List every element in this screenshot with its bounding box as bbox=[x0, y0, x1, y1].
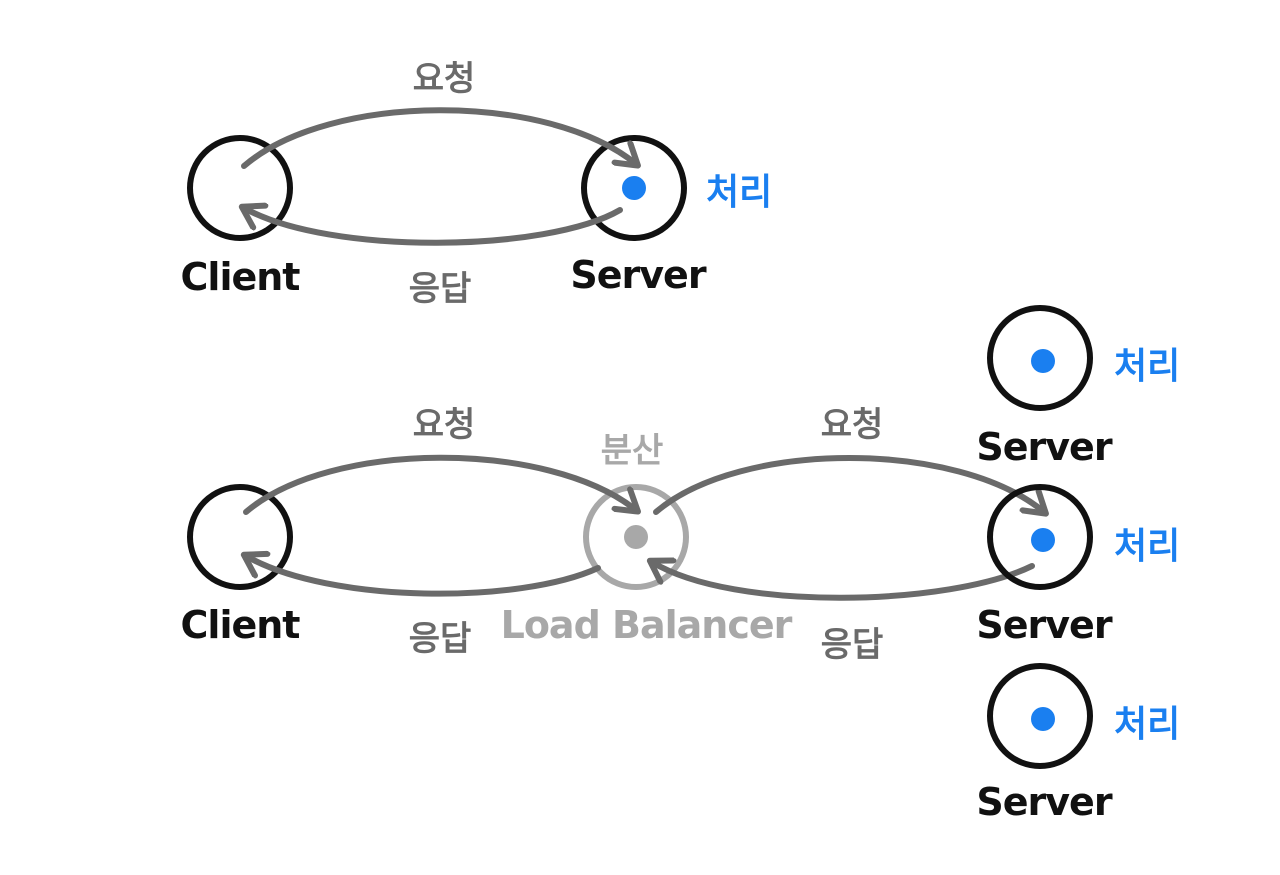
server-3-label: Server bbox=[976, 780, 1112, 824]
server-2-processing-dot bbox=[1031, 528, 1055, 552]
top-request-label: 요청 bbox=[413, 59, 476, 99]
top-response-label: 응답 bbox=[409, 269, 472, 309]
top-server-node bbox=[581, 135, 687, 241]
bottom-server-1: Server 처리 bbox=[976, 305, 1180, 469]
server-1-processing-dot bbox=[1031, 349, 1055, 373]
server-2-label: Server bbox=[976, 603, 1112, 647]
bottom-right-request-arrow bbox=[653, 455, 1044, 512]
bottom-right-response-label: 응답 bbox=[821, 625, 884, 665]
server-2-processing-label: 처리 bbox=[1114, 526, 1180, 567]
top-client-node bbox=[187, 135, 293, 241]
server-3-processing-label: 처리 bbox=[1114, 704, 1180, 745]
server-1-node bbox=[987, 305, 1093, 411]
top-server-processing-dot bbox=[622, 176, 646, 200]
top-processing-label: 처리 bbox=[706, 172, 772, 213]
bottom-right-request-label: 요청 bbox=[821, 405, 884, 445]
distribute-label: 분산 bbox=[601, 431, 664, 471]
bottom-right-response-arrow bbox=[652, 562, 1035, 601]
bottom-client-node bbox=[187, 484, 293, 590]
server-3-processing-dot bbox=[1031, 707, 1055, 731]
server-3-node bbox=[987, 663, 1093, 769]
server-2-node bbox=[987, 484, 1093, 590]
load-balancer-label: Load Balancer bbox=[501, 603, 793, 647]
server-1-processing-label: 처리 bbox=[1114, 346, 1180, 387]
top-server-label: Server bbox=[570, 253, 706, 297]
bottom-left-request-arrow bbox=[243, 454, 636, 515]
bottom-left-request-label: 요청 bbox=[413, 405, 476, 445]
top-client-label: Client bbox=[181, 255, 301, 299]
bottom-left-response-label: 응답 bbox=[409, 619, 472, 659]
top-response-arrow bbox=[244, 208, 623, 246]
bottom-server-3: Server 처리 bbox=[976, 663, 1180, 824]
top-request-arrow bbox=[241, 107, 636, 169]
bottom-left-response-arrow bbox=[246, 556, 601, 597]
bottom-diagram: Client Load Balancer 분산 요청 응답 요청 응답 Serv… bbox=[181, 305, 1180, 824]
load-balancer-dot bbox=[624, 525, 648, 549]
top-diagram: Client Server 처리 요청 응답 bbox=[181, 59, 773, 309]
server-1-label: Server bbox=[976, 425, 1112, 469]
bottom-server-2: Server 처리 bbox=[976, 484, 1180, 647]
bottom-client-label: Client bbox=[181, 603, 301, 647]
